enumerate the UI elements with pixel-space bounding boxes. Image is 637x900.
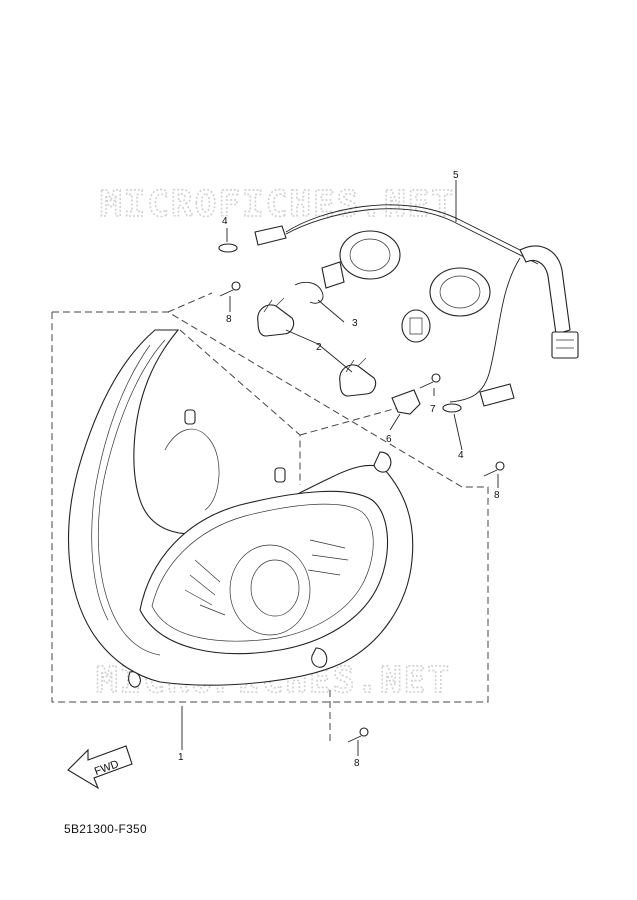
watermark-top: MICROFICHES.NET [100,184,455,225]
bracket [391,389,421,415]
diagram-code: 5B21300-F350 [64,822,147,836]
callout-8-top: 8 [226,314,232,325]
callout-1: 1 [178,752,184,763]
bulb-clip [294,281,324,304]
callout-4-left: 4 [222,216,228,227]
fwd-arrow: FWD [67,745,133,790]
callout-8-bottom: 8 [354,758,360,769]
screws [219,281,505,743]
callout-8-right: 8 [494,490,500,501]
callout-2: 2 [316,342,322,353]
leader-lines [181,180,499,756]
headlight-housing [68,329,414,688]
callout-4-right: 4 [458,450,464,461]
callout-3: 3 [352,318,358,329]
wire-harness [254,204,579,407]
headlight-bulbs [257,297,377,397]
position-bulbs [218,243,462,413]
assembly-outline [51,292,489,745]
callout-6: 6 [386,434,392,445]
callout-5: 5 [453,170,459,181]
callout-7: 7 [430,404,436,415]
